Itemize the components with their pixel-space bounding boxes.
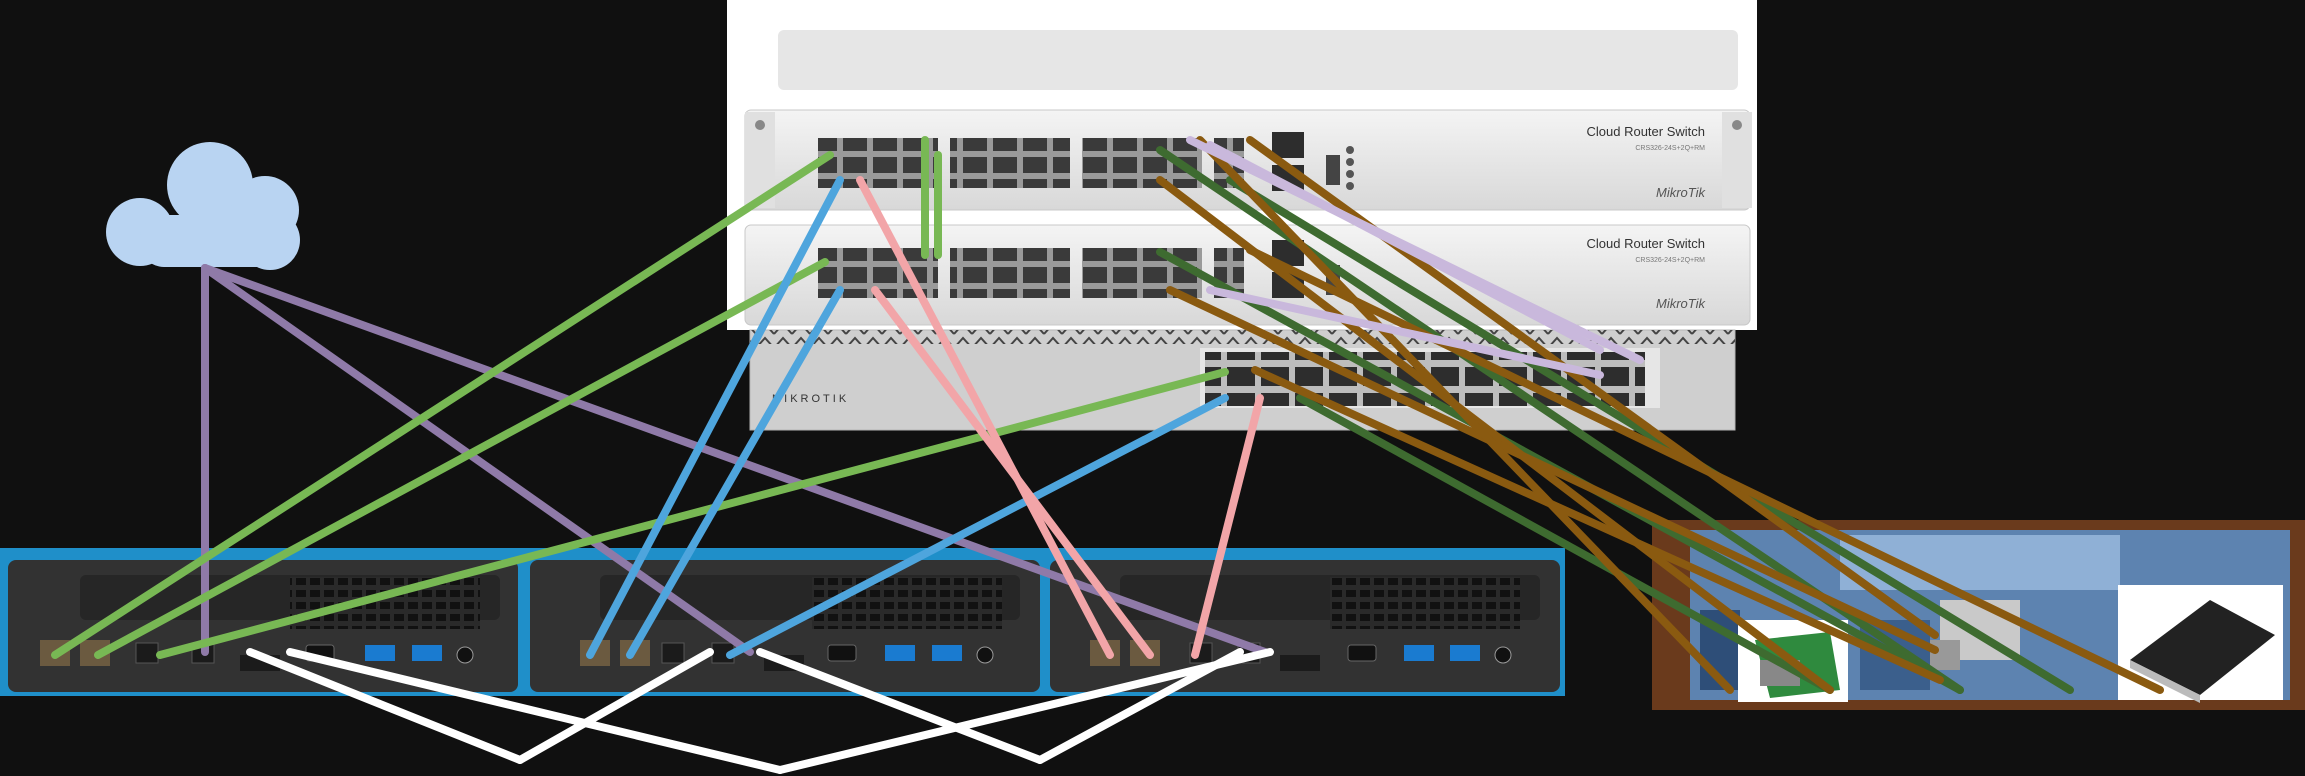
switch-top-submodel: CRS326-24S+2Q+RM	[1635, 145, 1705, 152]
cable-white-31	[756, 648, 1044, 764]
cable-lavender-26	[1186, 136, 1644, 364]
cable-dark-green-16	[1296, 394, 1834, 694]
switch-top-brand: MikroTik	[1656, 185, 1706, 200]
cable-purple-2	[201, 264, 754, 656]
switch-top-model: Cloud Router Switch	[1587, 124, 1706, 139]
switch-middle-brand: MikroTik	[1656, 296, 1706, 311]
cable-purple-1	[201, 264, 1269, 656]
cable-white-32	[1036, 648, 1244, 764]
cable-pink-12	[871, 286, 1154, 659]
switch-middle-submodel: CRS326-24S+2Q+RM	[1635, 257, 1705, 264]
cable-white-30	[776, 648, 1274, 774]
cable-brown-21	[1246, 246, 2164, 694]
switch-middle-model: Cloud Router Switch	[1587, 236, 1706, 251]
cable-dark-green-17	[1226, 176, 2074, 694]
cable-white-29	[286, 648, 784, 774]
cable-white-28	[516, 648, 714, 764]
cable-links	[51, 136, 2164, 774]
cable-blue-10	[726, 394, 1229, 659]
cable-green-5	[156, 368, 1229, 659]
cable-blue-8	[586, 176, 844, 659]
cable-pink-13	[1191, 394, 1264, 659]
cable-pink-11	[856, 176, 1114, 659]
cable-brown-22	[1251, 366, 1944, 684]
cloud-icon	[106, 142, 300, 270]
cable-green-4	[94, 258, 829, 659]
cable-white-27	[246, 648, 524, 764]
cable-brown-18	[1156, 176, 1834, 694]
sfp-switch-top: Cloud Router Switch CRS326-24S+2Q+RM Mik…	[744, 30, 1752, 211]
mini-server-3	[1050, 560, 1560, 692]
cable-green-3	[51, 151, 834, 659]
cable-brown-20	[1166, 286, 1939, 654]
cable-blue-9	[626, 286, 844, 659]
cable-lavender-25	[1206, 286, 1604, 379]
switch-low-brand: MIKROTIK	[772, 393, 849, 405]
cable-brown-23	[1196, 136, 1734, 694]
